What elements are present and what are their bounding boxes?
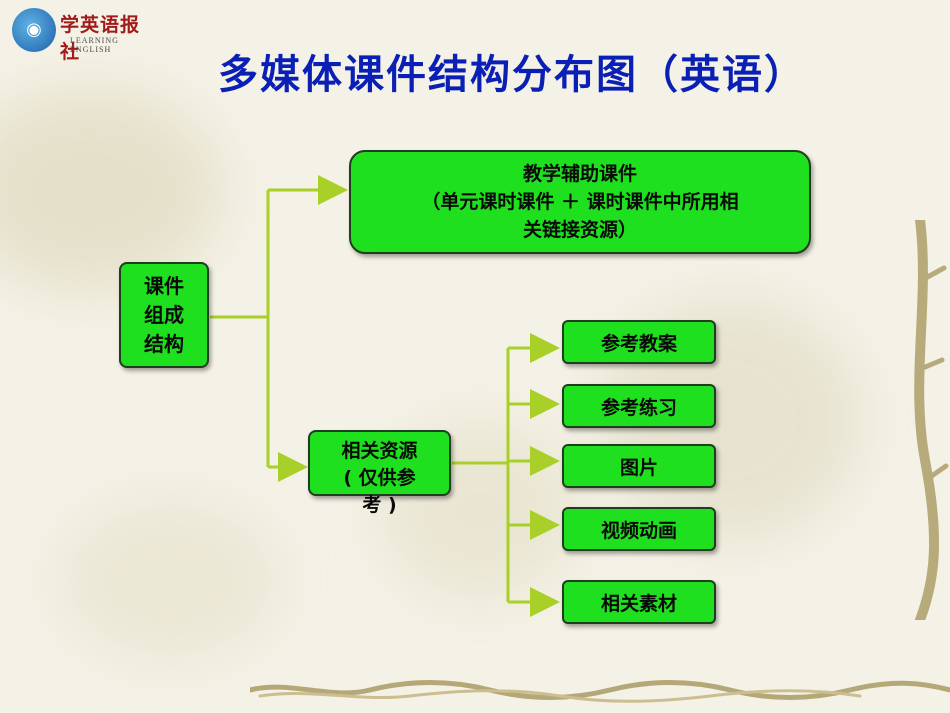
node-label-line: 结构 (144, 331, 184, 356)
node-label-line: 考 ) (362, 494, 397, 516)
logo-subtitle: LEARNING ENGLISH (70, 36, 119, 54)
node-label-line: 教学辅助课件 (522, 163, 637, 185)
node-label-line: ( 仅供参 (343, 467, 416, 489)
node-label-line: 课件 (144, 273, 184, 298)
node-related-materials: 相关素材 (562, 580, 716, 624)
wavy-border-decoration-icon (250, 680, 950, 703)
node-reference-exercises: 参考练习 (562, 384, 716, 428)
background-flower (60, 500, 280, 660)
publisher-logo: ◉ 学英语报社 LEARNING ENGLISH (8, 6, 148, 63)
node-related-resources: 相关资源 ( 仅供参 考 ) (308, 430, 451, 516)
node-video-animation: 视频动画 (562, 507, 716, 551)
node-teaching-aid-courseware: 教学辅助课件 （单元课时课件 ＋ 课时课件中所用相 关链接资源） (349, 150, 811, 254)
page-title: 多媒体课件结构分布图（英语） (218, 51, 806, 98)
node-label-line: （单元课时课件 ＋ 课时课件中所用相 (421, 191, 739, 213)
node-label-line: 组成 (144, 302, 184, 327)
node-reference-lesson-plan: 参考教案 (562, 320, 716, 364)
background-flower (0, 90, 220, 290)
logo-name: 学英语报社 (60, 14, 141, 63)
node-label-line: 关链接资源） (522, 219, 637, 241)
node-pictures: 图片 (562, 444, 716, 488)
node-label-line: 相关资源 (341, 440, 418, 462)
node-course-structure: 课件 组成 结构 (119, 262, 209, 368)
bamboo-decoration-icon (914, 220, 949, 620)
globe-logo-icon: ◉ (12, 8, 56, 52)
